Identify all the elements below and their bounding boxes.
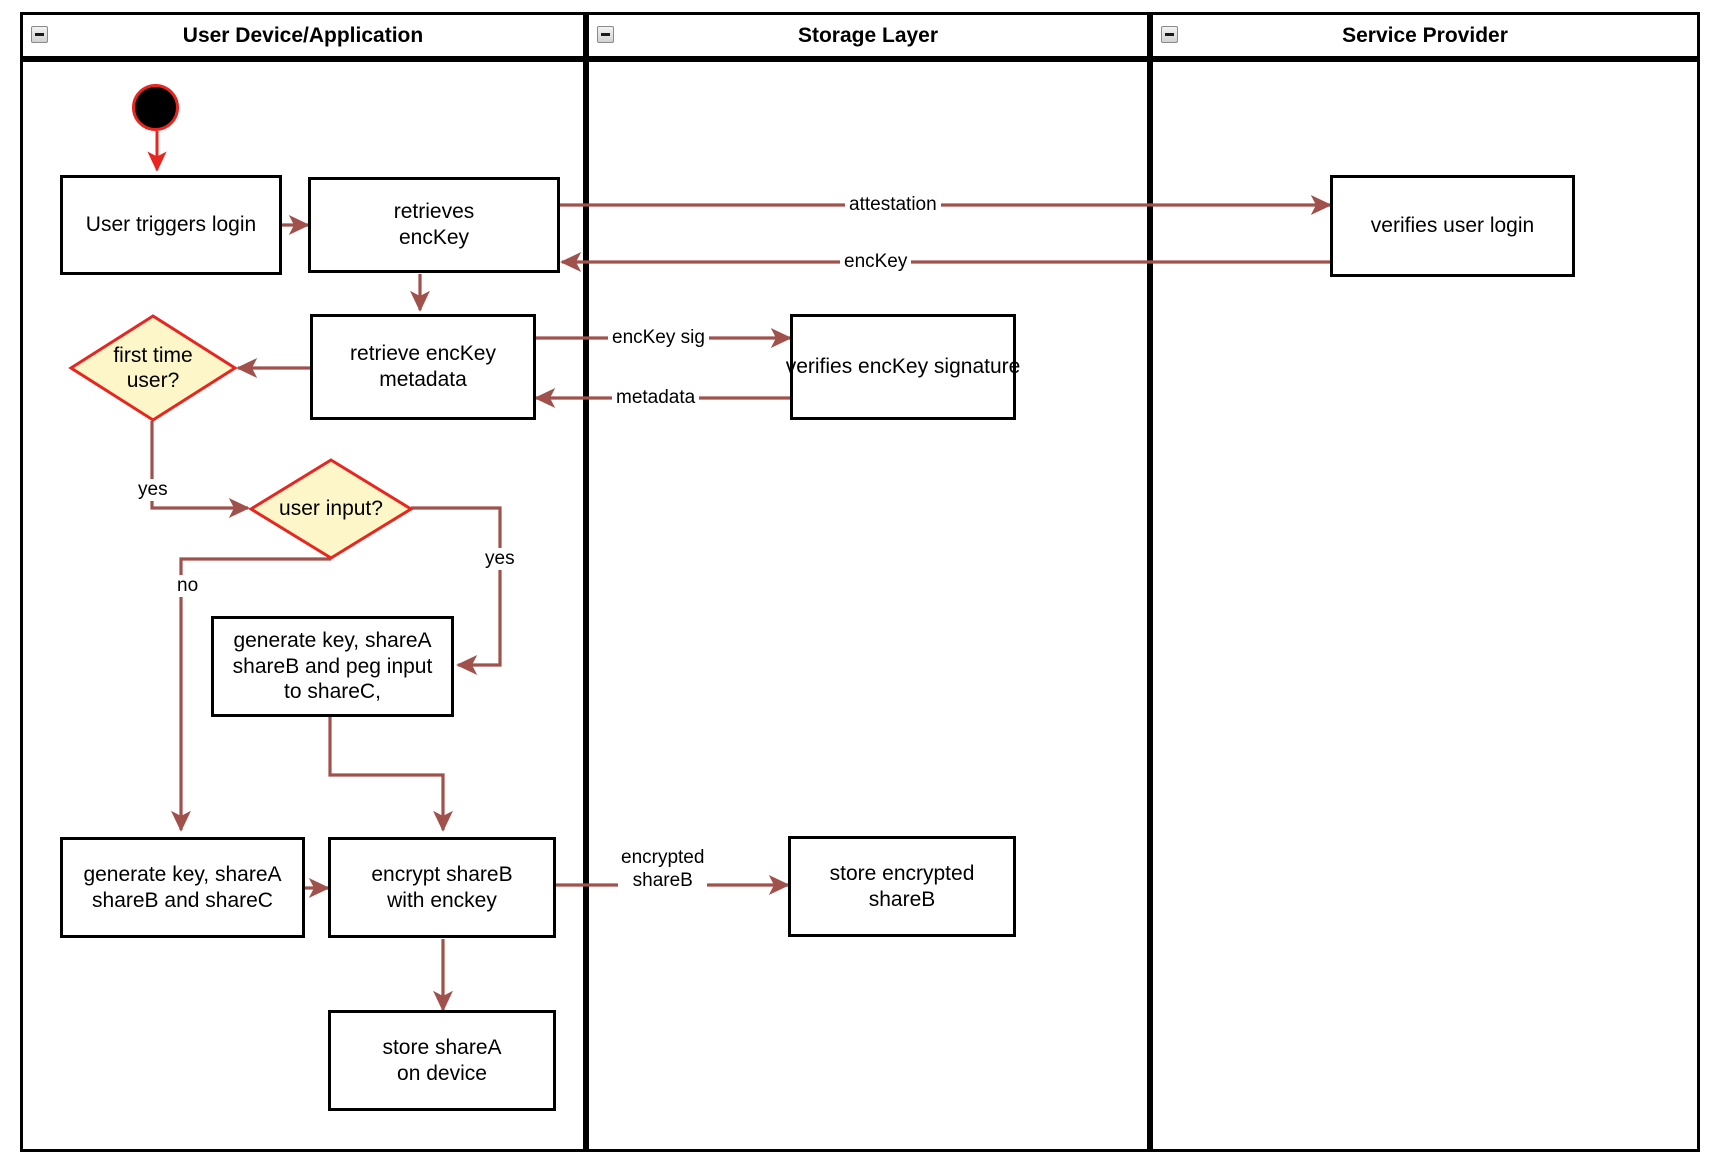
lane-body-user-device [20,59,586,1152]
lane-header-service-provider[interactable]: Service Provider [1150,12,1700,59]
edge-label-metadata: metadata [612,387,700,409]
decision-label-first-time-user: first time user? [113,343,193,392]
action-store-sharea-on-device[interactable]: store shareA on device [328,1010,556,1111]
edge-label-user-input-no: no [173,575,203,597]
edge-label-encrypted-shareb: encrypted shareB [618,847,708,893]
edge-label-enckey-sig: encKey sig [608,327,709,349]
collapse-minus-icon-user-device[interactable] [31,26,48,43]
edge-label-attestation: attestation [845,194,941,216]
action-encrypt-shareb[interactable]: encrypt shareB with enckey [328,837,556,938]
edge-label-first-time-yes: yes [134,479,172,501]
action-store-encrypted-shareb[interactable]: store encrypted shareB [788,836,1016,937]
edge-label-enckey: encKey [840,251,912,273]
action-verifies-enckey-signature[interactable]: verifies encKey signature [786,314,1020,420]
initial-node [132,84,179,131]
action-generate-key-peg-input[interactable]: generate key, shareA shareB and peg inpu… [211,616,454,717]
lane-title-storage: Storage Layer [797,23,939,47]
lane-title-service-provider: Service Provider [1342,23,1508,47]
decision-user-input[interactable]: user input? [248,457,414,561]
action-retrieves-enckey[interactable]: retrieves encKey [308,177,560,273]
action-user-triggers-login[interactable]: User triggers login [60,175,282,275]
lane-body-service-provider [1150,59,1700,1152]
lane-title-user-device: User Device/Application [182,23,424,47]
decision-label-user-input: user input? [279,497,383,521]
edge-label-user-input-yes: yes [481,548,519,570]
action-verifies-user-login[interactable]: verifies user login [1330,175,1575,277]
action-generate-key-shares[interactable]: generate key, shareA shareB and shareC [60,837,305,938]
lane-body-storage [586,59,1150,1152]
action-retrieve-enckey-metadata[interactable]: retrieve encKey metadata [310,314,536,420]
collapse-minus-icon-storage[interactable] [597,26,614,43]
diamond-shape-first-time-user [68,314,238,422]
decision-first-time-user[interactable]: first time user? [68,313,238,423]
lane-header-user-device[interactable]: User Device/Application [20,12,586,59]
diamond-shape-user-input [248,458,414,560]
collapse-minus-icon-service-provider[interactable] [1161,26,1178,43]
lane-header-storage[interactable]: Storage Layer [586,12,1150,59]
